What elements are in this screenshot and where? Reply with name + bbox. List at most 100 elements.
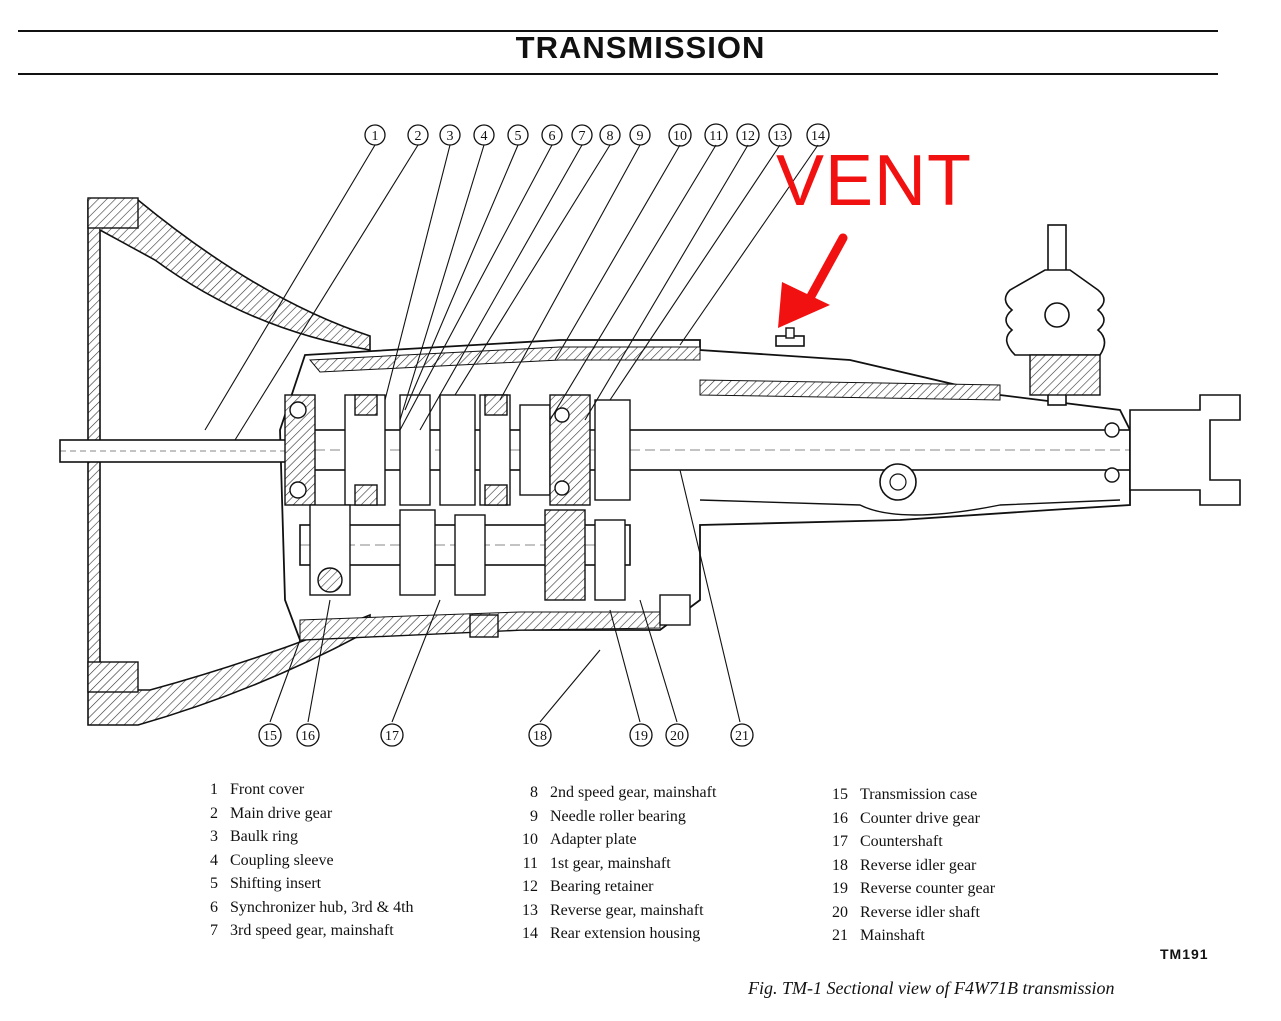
svg-text:1: 1	[372, 129, 379, 144]
legend-label: 3rd speed gear, mainshaft	[230, 922, 394, 939]
callout-11: 11	[704, 123, 728, 147]
legend-label: Shifting insert	[230, 875, 322, 892]
legend-item: 14 Rear extension housing	[510, 922, 716, 946]
legend-number: 5	[210, 875, 218, 892]
rear-extension-housing	[699, 379, 1001, 401]
legend-label: Coupling sleeve	[230, 851, 334, 869]
bell-flange-top	[87, 197, 139, 229]
legend-label: Reverse gear, mainshaft	[550, 901, 704, 919]
callout-8: 8	[599, 124, 621, 146]
callouts-top: 1 2 3 4 5 6 7 8 9 10 11 12 13 14	[364, 123, 830, 147]
legend-item: 1 Front cover	[196, 778, 414, 802]
callout-10: 10	[668, 123, 692, 147]
legend-number: 17	[832, 833, 848, 850]
callout-18: 18	[528, 723, 552, 747]
transmission-sectional-diagram: 1 2 3 4 5 6 7 8 9 10 11 12 13 14 15 16 1…	[59, 123, 1241, 747]
svg-text:12: 12	[741, 129, 755, 144]
svg-text:15: 15	[263, 729, 277, 744]
page-title: TRANSMISSION	[515, 30, 766, 65]
legend-label: 1st gear, mainshaft	[550, 854, 671, 872]
legend-label: Rear extension housing	[550, 925, 701, 942]
callout-14: 14	[806, 123, 830, 147]
legend-item: 21 Mainshaft	[820, 924, 995, 948]
legend-number: 18	[832, 856, 848, 874]
clutch-housing	[87, 199, 371, 726]
svg-text:3: 3	[447, 129, 454, 144]
callout-9: 9	[629, 124, 651, 146]
legend-number: 8	[530, 784, 538, 801]
svg-text:18: 18	[533, 729, 547, 744]
callout-1: 1	[364, 124, 386, 146]
legend-number: 6	[210, 898, 218, 916]
svg-text:10: 10	[673, 129, 687, 144]
legend-number: 3	[210, 828, 218, 845]
callout-20: 20	[665, 723, 689, 747]
legend-number: 1	[210, 781, 218, 798]
svg-text:17: 17	[385, 729, 399, 744]
top-rule	[18, 30, 1218, 32]
legend-number: 20	[832, 903, 848, 921]
legend-number: 12	[522, 878, 538, 895]
legend-item: 8 2nd speed gear, mainshaft	[510, 781, 716, 805]
drain-plug	[469, 614, 499, 638]
legend-number: 10	[522, 831, 538, 848]
legend-number: 16	[832, 809, 848, 827]
legend-label: Transmission case	[860, 786, 978, 803]
legend-item: 18 Reverse idler gear	[820, 854, 995, 878]
legend-label: Baulk ring	[230, 828, 298, 845]
callout-6: 6	[541, 124, 563, 146]
legend-label: Main drive gear	[230, 804, 333, 822]
callout-13: 13	[768, 123, 792, 147]
legend-item: 5 Shifting insert	[196, 872, 414, 896]
legend-number: 14	[522, 925, 538, 942]
reverse-idler-shaft-stub	[659, 594, 691, 626]
leader-lines-top	[204, 144, 819, 441]
counter-gears	[309, 504, 626, 601]
legend-number: 7	[210, 922, 218, 939]
svg-text:14: 14	[811, 129, 825, 144]
svg-text:20: 20	[670, 729, 684, 744]
legend-number: 2	[210, 804, 218, 822]
figure-caption: Fig. TM-1 Sectional view of F4W71B trans…	[748, 978, 1115, 998]
leader-lines-bottom	[269, 469, 741, 723]
legend-label: Mainshaft	[860, 927, 925, 944]
callout-15: 15	[258, 723, 282, 747]
legend-label: 2nd speed gear, mainshaft	[550, 784, 717, 801]
vent-label: VENT	[776, 141, 973, 221]
callout-19: 19	[629, 723, 653, 747]
svg-text:2: 2	[415, 129, 422, 144]
legend-label: Front cover	[230, 781, 305, 798]
case-wall-top	[308, 346, 701, 373]
svg-text:21: 21	[735, 729, 749, 744]
bearings	[289, 401, 1120, 499]
callout-12: 12	[736, 123, 760, 147]
legend-number: 19	[832, 880, 848, 897]
callout-16: 16	[296, 723, 320, 747]
svg-text:5: 5	[515, 129, 522, 144]
title-underline	[18, 73, 1218, 75]
legend-number: 9	[530, 807, 538, 825]
legend-number: 21	[832, 927, 848, 944]
legend-label: Synchronizer hub, 3rd & 4th	[230, 898, 414, 916]
callout-5: 5	[507, 124, 529, 146]
svg-text:11: 11	[709, 129, 722, 144]
callout-7: 7	[571, 124, 593, 146]
figure-code: TM191	[1160, 946, 1209, 962]
svg-text:19: 19	[634, 729, 648, 744]
bell-flange-bottom	[87, 661, 139, 693]
output-yoke	[1129, 394, 1241, 506]
svg-text:13: 13	[773, 129, 787, 144]
callouts-bottom: 15 16 17 18 19 20 21	[258, 723, 754, 747]
legend-label: Reverse idler gear	[860, 856, 977, 874]
callout-2: 2	[407, 124, 429, 146]
